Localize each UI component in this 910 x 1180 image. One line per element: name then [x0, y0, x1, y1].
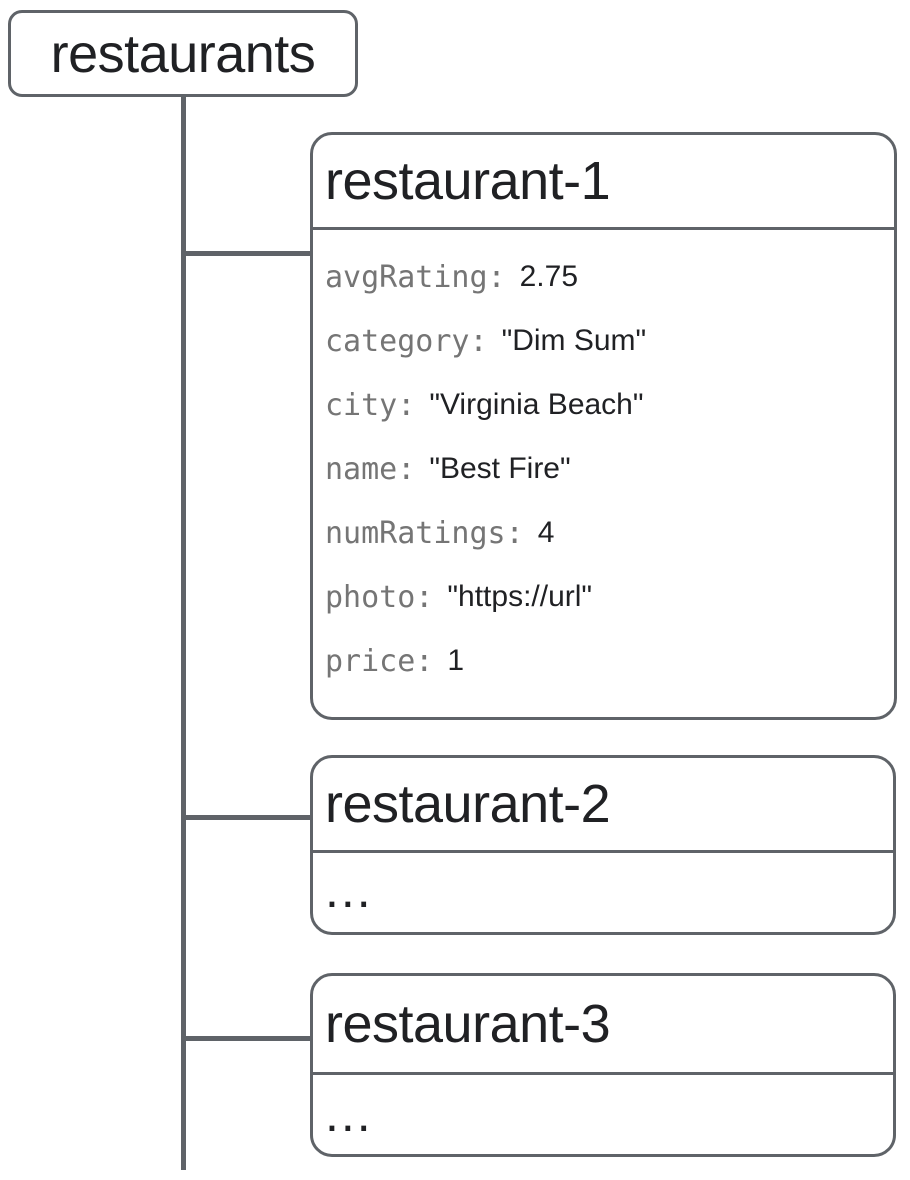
field-row-numRatings: numRatings: 4 — [325, 501, 882, 565]
field-value: "Dim Sum" — [501, 324, 647, 357]
field-key: category: — [325, 323, 488, 359]
tree-branch-line-restaurant-1 — [183, 251, 313, 256]
field-value: 2.75 — [519, 260, 579, 293]
document-title-restaurant-2: restaurant-2 — [313, 758, 893, 853]
field-row-photo: photo: "https://url" — [325, 565, 882, 629]
document-card-restaurant-2: restaurant-2 ... — [310, 755, 896, 935]
document-fields: avgRating: 2.75 category: "Dim Sum" city… — [313, 230, 894, 693]
tree-trunk-line — [181, 96, 186, 1170]
field-key: avgRating: — [325, 259, 506, 295]
field-key: city: — [325, 387, 416, 423]
field-row-avgRating: avgRating: 2.75 — [325, 245, 882, 309]
field-key: numRatings: — [325, 515, 524, 551]
field-value: "Virginia Beach" — [429, 388, 644, 421]
field-value: 4 — [537, 516, 555, 549]
field-key: photo: — [325, 579, 434, 615]
field-row-category: category: "Dim Sum" — [325, 309, 882, 373]
document-card-restaurant-3: restaurant-3 ... — [310, 973, 896, 1157]
document-title-restaurant-3: restaurant-3 — [313, 976, 893, 1075]
tree-branch-line-restaurant-2 — [183, 815, 313, 820]
field-key: name: — [325, 451, 416, 487]
document-card-restaurant-1: restaurant-1 avgRating: 2.75 category: "… — [310, 132, 897, 720]
field-row-name: name: "Best Fire" — [325, 437, 882, 501]
tree-branch-line-restaurant-3 — [183, 1036, 313, 1041]
collection-node-restaurants: restaurants — [8, 10, 358, 97]
field-value: "Best Fire" — [429, 452, 571, 485]
collapsed-fields-ellipsis: ... — [325, 861, 373, 918]
collapsed-fields-ellipsis: ... — [325, 1085, 373, 1142]
document-title-restaurant-1: restaurant-1 — [313, 135, 894, 230]
collection-label: restaurants — [50, 23, 316, 84]
field-key: price: — [325, 643, 434, 679]
field-value: 1 — [447, 644, 465, 677]
field-row-price: price: 1 — [325, 629, 882, 693]
field-value: "https://url" — [447, 580, 593, 613]
field-row-city: city: "Virginia Beach" — [325, 373, 882, 437]
